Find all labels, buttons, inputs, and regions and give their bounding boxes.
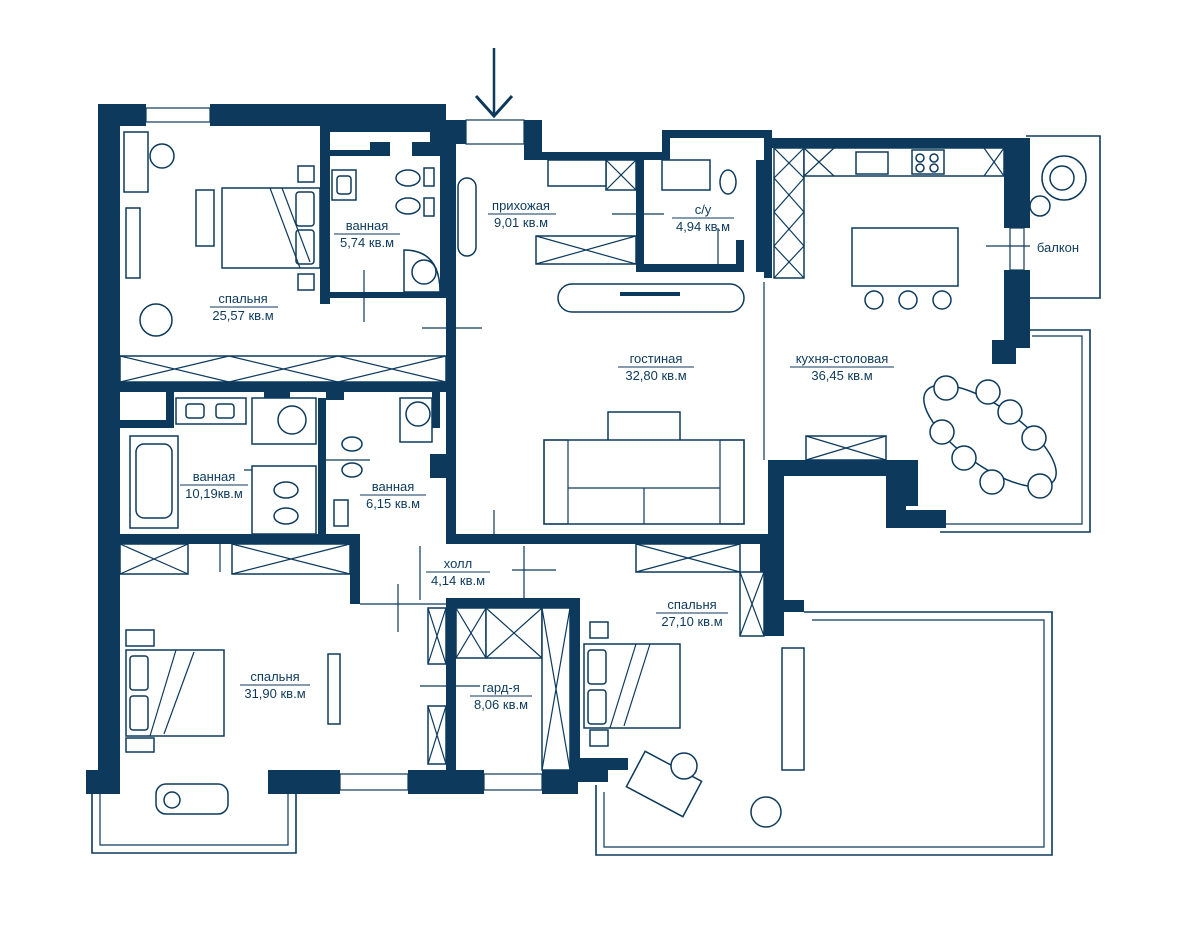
svg-text:4,94 кв.м: 4,94 кв.м (676, 219, 730, 234)
toilet-icon (395, 167, 435, 217)
wardrobes (119, 147, 1005, 771)
svg-text:кухня-столовая: кухня-столовая (796, 351, 889, 366)
svg-text:холл: холл (444, 556, 472, 571)
svg-text:спальня: спальня (218, 291, 267, 306)
bedroom3-bed-icon (125, 629, 225, 753)
tv-unit (125, 207, 141, 279)
wc-sink-icon (661, 159, 711, 191)
svg-text:27,10 кв.м: 27,10 кв.м (661, 614, 722, 629)
room-label-bath3: ванная 6,15 кв.м (360, 479, 426, 511)
room-label-wardrobe: гард-я 8,06 кв.м (470, 680, 532, 712)
room-label-hallway: прихожая 9,01 кв.м (488, 198, 556, 230)
hallway-bench (457, 177, 477, 257)
svg-text:31,90 кв.м: 31,90 кв.м (244, 686, 305, 701)
bedroom3-tv (327, 653, 341, 725)
bath2-sinks (175, 397, 247, 425)
bed-icon (221, 165, 321, 291)
desk-icon (123, 131, 175, 193)
living-console (557, 283, 745, 313)
svg-text:9,01 кв.м: 9,01 кв.м (494, 215, 548, 230)
kitchen-sink-icon (855, 151, 889, 175)
svg-text:гостиная: гостиная (630, 351, 683, 366)
room-label-kitchen: кухня-столовая 36,45 кв.м (790, 351, 894, 383)
sink-icon (331, 169, 357, 201)
svg-text:ванная: ванная (346, 218, 389, 233)
room-label-bath2: ванная 10,19кв.м (180, 469, 248, 501)
svg-text:ванная: ванная (372, 479, 415, 494)
svg-text:32,80 кв.м: 32,80 кв.м (625, 368, 686, 383)
room-label-balcony: балкон (1037, 240, 1079, 255)
room-label-bedroom1: спальня 25,57 кв.м (210, 291, 278, 323)
bedroom2-bed-icon (583, 621, 681, 747)
svg-text:8,06 кв.м: 8,06 кв.м (474, 697, 528, 712)
svg-text:36,45 кв.м: 36,45 кв.м (811, 368, 872, 383)
wc-toilet-icon (719, 169, 737, 195)
dining-table-icon (923, 375, 1057, 499)
kitchen-island (851, 227, 959, 287)
svg-text:4,14 кв.м: 4,14 кв.м (431, 573, 485, 588)
svg-text:прихожая: прихожая (492, 198, 550, 213)
entrance-arrow-icon (474, 48, 514, 119)
bathtub-icon (129, 435, 179, 529)
stove-icon (911, 149, 945, 175)
svg-text:спальня: спальня (667, 597, 716, 612)
room-label-wc: с/у 4,94 кв.м (672, 202, 734, 234)
svg-text:ванная: ванная (193, 469, 236, 484)
sofa-icon (543, 439, 745, 525)
svg-text:25,57 кв.м: 25,57 кв.м (212, 308, 273, 323)
svg-text:с/у: с/у (695, 202, 712, 217)
room-label-bedroom2: спальня 27,10 кв.м (656, 597, 728, 629)
armchair-icon (139, 303, 173, 337)
room-label-living: гостиная 32,80 кв.м (618, 351, 694, 383)
svg-text:гард-я: гард-я (482, 680, 520, 695)
svg-text:спальня: спальня (250, 669, 299, 684)
svg-text:5,74 кв.м: 5,74 кв.м (340, 235, 394, 250)
walls (86, 104, 1030, 794)
room-label-bedroom3: спальня 31,90 кв.м (240, 669, 310, 701)
room-label-bath1: ванная 5,74 кв.м (334, 218, 400, 250)
bedroom2-tv (781, 647, 805, 771)
shower-icon (403, 249, 441, 293)
svg-text:6,15 кв.м: 6,15 кв.м (366, 496, 420, 511)
bench (195, 189, 215, 247)
svg-text:балкон: балкон (1037, 240, 1079, 255)
svg-text:10,19кв.м: 10,19кв.м (185, 486, 243, 501)
room-label-hall: холл 4,14 кв.м (426, 556, 490, 588)
bedroom2-armchair-icon (750, 796, 782, 828)
balcony-armchair-icon (1029, 155, 1087, 217)
